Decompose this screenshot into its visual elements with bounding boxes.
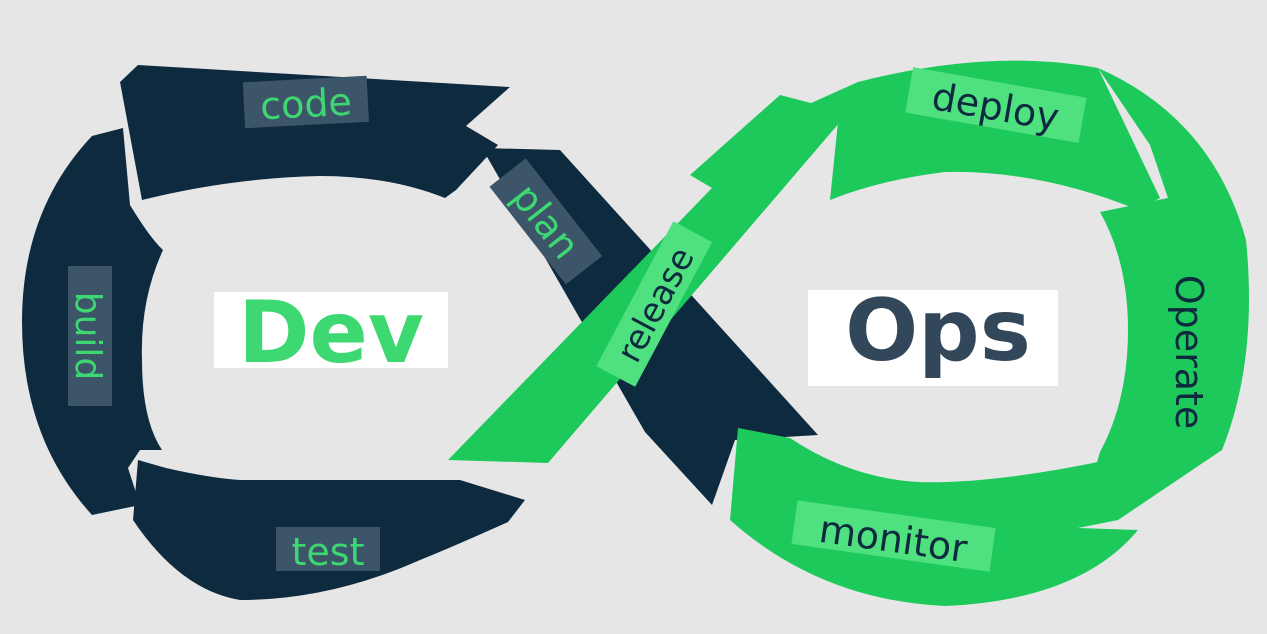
segment-monitor — [730, 428, 1138, 606]
ops-text-backdrop — [808, 290, 1058, 386]
center-dev: Dev — [214, 283, 448, 383]
label-build: build — [67, 266, 112, 406]
dev-text-backdrop — [214, 292, 448, 368]
ops-title: Ops — [845, 281, 1031, 381]
dev-title: Dev — [238, 283, 424, 383]
label-code: code — [242, 75, 369, 129]
stage-code-text: code — [259, 80, 353, 129]
label-test: test — [276, 527, 380, 574]
label-operate: Operate — [1167, 275, 1211, 430]
stage-test-text: test — [292, 530, 365, 574]
segment-code — [120, 65, 510, 200]
center-ops: Ops — [808, 281, 1058, 386]
stage-operate-text: Operate — [1167, 275, 1211, 430]
segment-operate — [1080, 68, 1249, 520]
stage-build-text: build — [67, 292, 108, 381]
